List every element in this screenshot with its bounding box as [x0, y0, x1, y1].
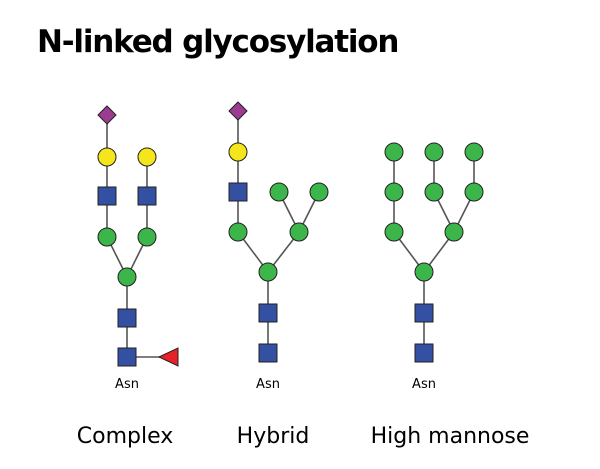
hybrid-glcnac-blue-square-icon — [258, 343, 278, 363]
high-mannose-man-green-circle-icon — [444, 222, 464, 242]
asn-label-high-mannose: Asn — [412, 377, 436, 392]
page-title: N-linked glycosylation — [37, 24, 399, 60]
hybrid-man-green-circle-icon — [289, 222, 309, 242]
high-mannose-glcnac-blue-square-icon — [414, 343, 434, 363]
high-mannose-man-green-circle-icon — [384, 182, 404, 202]
complex-man-green-circle-icon — [137, 227, 157, 247]
hybrid-sia-purple-diamond-icon — [228, 101, 248, 121]
complex-gal-yellow-circle-icon — [97, 147, 117, 167]
high-mannose-man-green-circle-icon — [414, 262, 434, 282]
high-mannose-man-green-circle-icon — [424, 182, 444, 202]
asn-label-hybrid: Asn — [256, 377, 280, 392]
label-hybrid: Hybrid — [237, 424, 310, 449]
asn-label-complex: Asn — [115, 377, 139, 392]
high-mannose-man-green-circle-icon — [464, 182, 484, 202]
complex-sia-purple-diamond-icon — [97, 105, 117, 125]
complex-glcnac-blue-square-icon — [137, 186, 157, 206]
complex-glcnac-blue-square-icon — [117, 308, 137, 328]
hybrid-man-green-circle-icon — [258, 262, 278, 282]
label-high-mannose: High mannose — [371, 424, 530, 449]
complex-glcnac-blue-square-icon — [117, 347, 137, 367]
label-complex: Complex — [77, 424, 174, 449]
high-mannose-man-green-circle-icon — [424, 142, 444, 162]
hybrid-glcnac-blue-square-icon — [228, 182, 248, 202]
hybrid-man-green-circle-icon — [269, 182, 289, 202]
complex-glcnac-blue-square-icon — [97, 186, 117, 206]
hybrid-gal-yellow-circle-icon — [228, 142, 248, 162]
high-mannose-man-green-circle-icon — [384, 142, 404, 162]
high-mannose-man-green-circle-icon — [464, 142, 484, 162]
high-mannose-man-green-circle-icon — [384, 222, 404, 242]
hybrid-man-green-circle-icon — [309, 182, 329, 202]
complex-man-green-circle-icon — [117, 267, 137, 287]
complex-man-green-circle-icon — [97, 227, 117, 247]
nodes-layer — [97, 101, 484, 367]
hybrid-glcnac-blue-square-icon — [258, 303, 278, 323]
complex-fuc-red-triangle-icon — [157, 347, 179, 367]
complex-gal-yellow-circle-icon — [137, 147, 157, 167]
high-mannose-glcnac-blue-square-icon — [414, 303, 434, 323]
hybrid-man-green-circle-icon — [228, 222, 248, 242]
